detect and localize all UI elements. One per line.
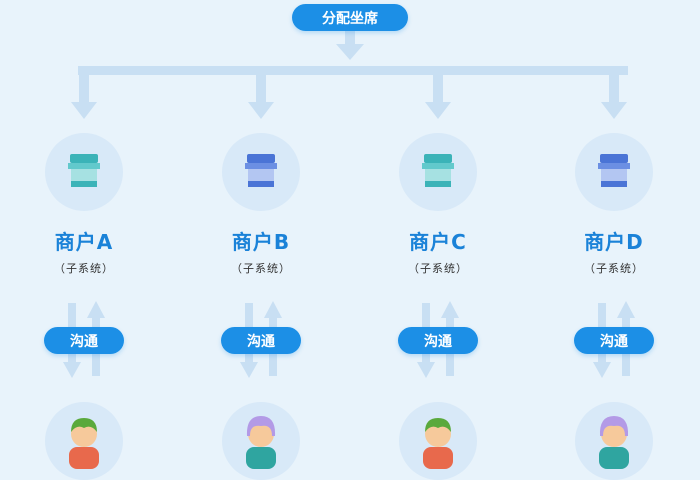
store-icon (422, 154, 454, 187)
merchant-name: 商户A (54, 230, 114, 254)
communicate-label: 沟通 (574, 327, 654, 354)
person-icon (599, 416, 629, 469)
agent-avatar (222, 402, 300, 480)
merchant-subsystem-label: （子系统） (231, 262, 291, 275)
person-icon (69, 418, 99, 469)
store-icon (598, 154, 630, 187)
agent-avatar (45, 402, 123, 480)
merchant-column-d: 商户D （子系统） 沟通 (554, 0, 674, 480)
merchant-column-c: 商户C （子系统） 沟通 (378, 0, 498, 480)
merchant-name: 商户D (584, 230, 644, 254)
assign-seat-label: 分配坐席 (292, 4, 408, 31)
store-icon-circle (222, 133, 300, 211)
merchant-name: 商户B (231, 230, 291, 254)
communicate-label: 沟通 (221, 327, 301, 354)
store-icon (68, 154, 100, 187)
merchant-subsystem-label: （子系统） (408, 262, 468, 275)
merchant-column-a: 商户A （子系统） 沟通 (24, 0, 144, 480)
person-icon (423, 418, 453, 469)
communicate-label: 沟通 (44, 327, 124, 354)
merchant-name: 商户C (409, 230, 467, 254)
merchant-subsystem-label: （子系统） (54, 262, 114, 275)
merchant-column-b: 商户B （子系统） 沟通 (201, 0, 321, 480)
merchant-subsystem-label: （子系统） (584, 262, 644, 275)
store-icon-circle (575, 133, 653, 211)
store-icon-circle (45, 133, 123, 211)
person-icon (246, 416, 276, 469)
agent-avatar (399, 402, 477, 480)
store-icon (245, 154, 277, 187)
agent-avatar (575, 402, 653, 480)
store-icon-circle (399, 133, 477, 211)
communicate-label: 沟通 (398, 327, 478, 354)
